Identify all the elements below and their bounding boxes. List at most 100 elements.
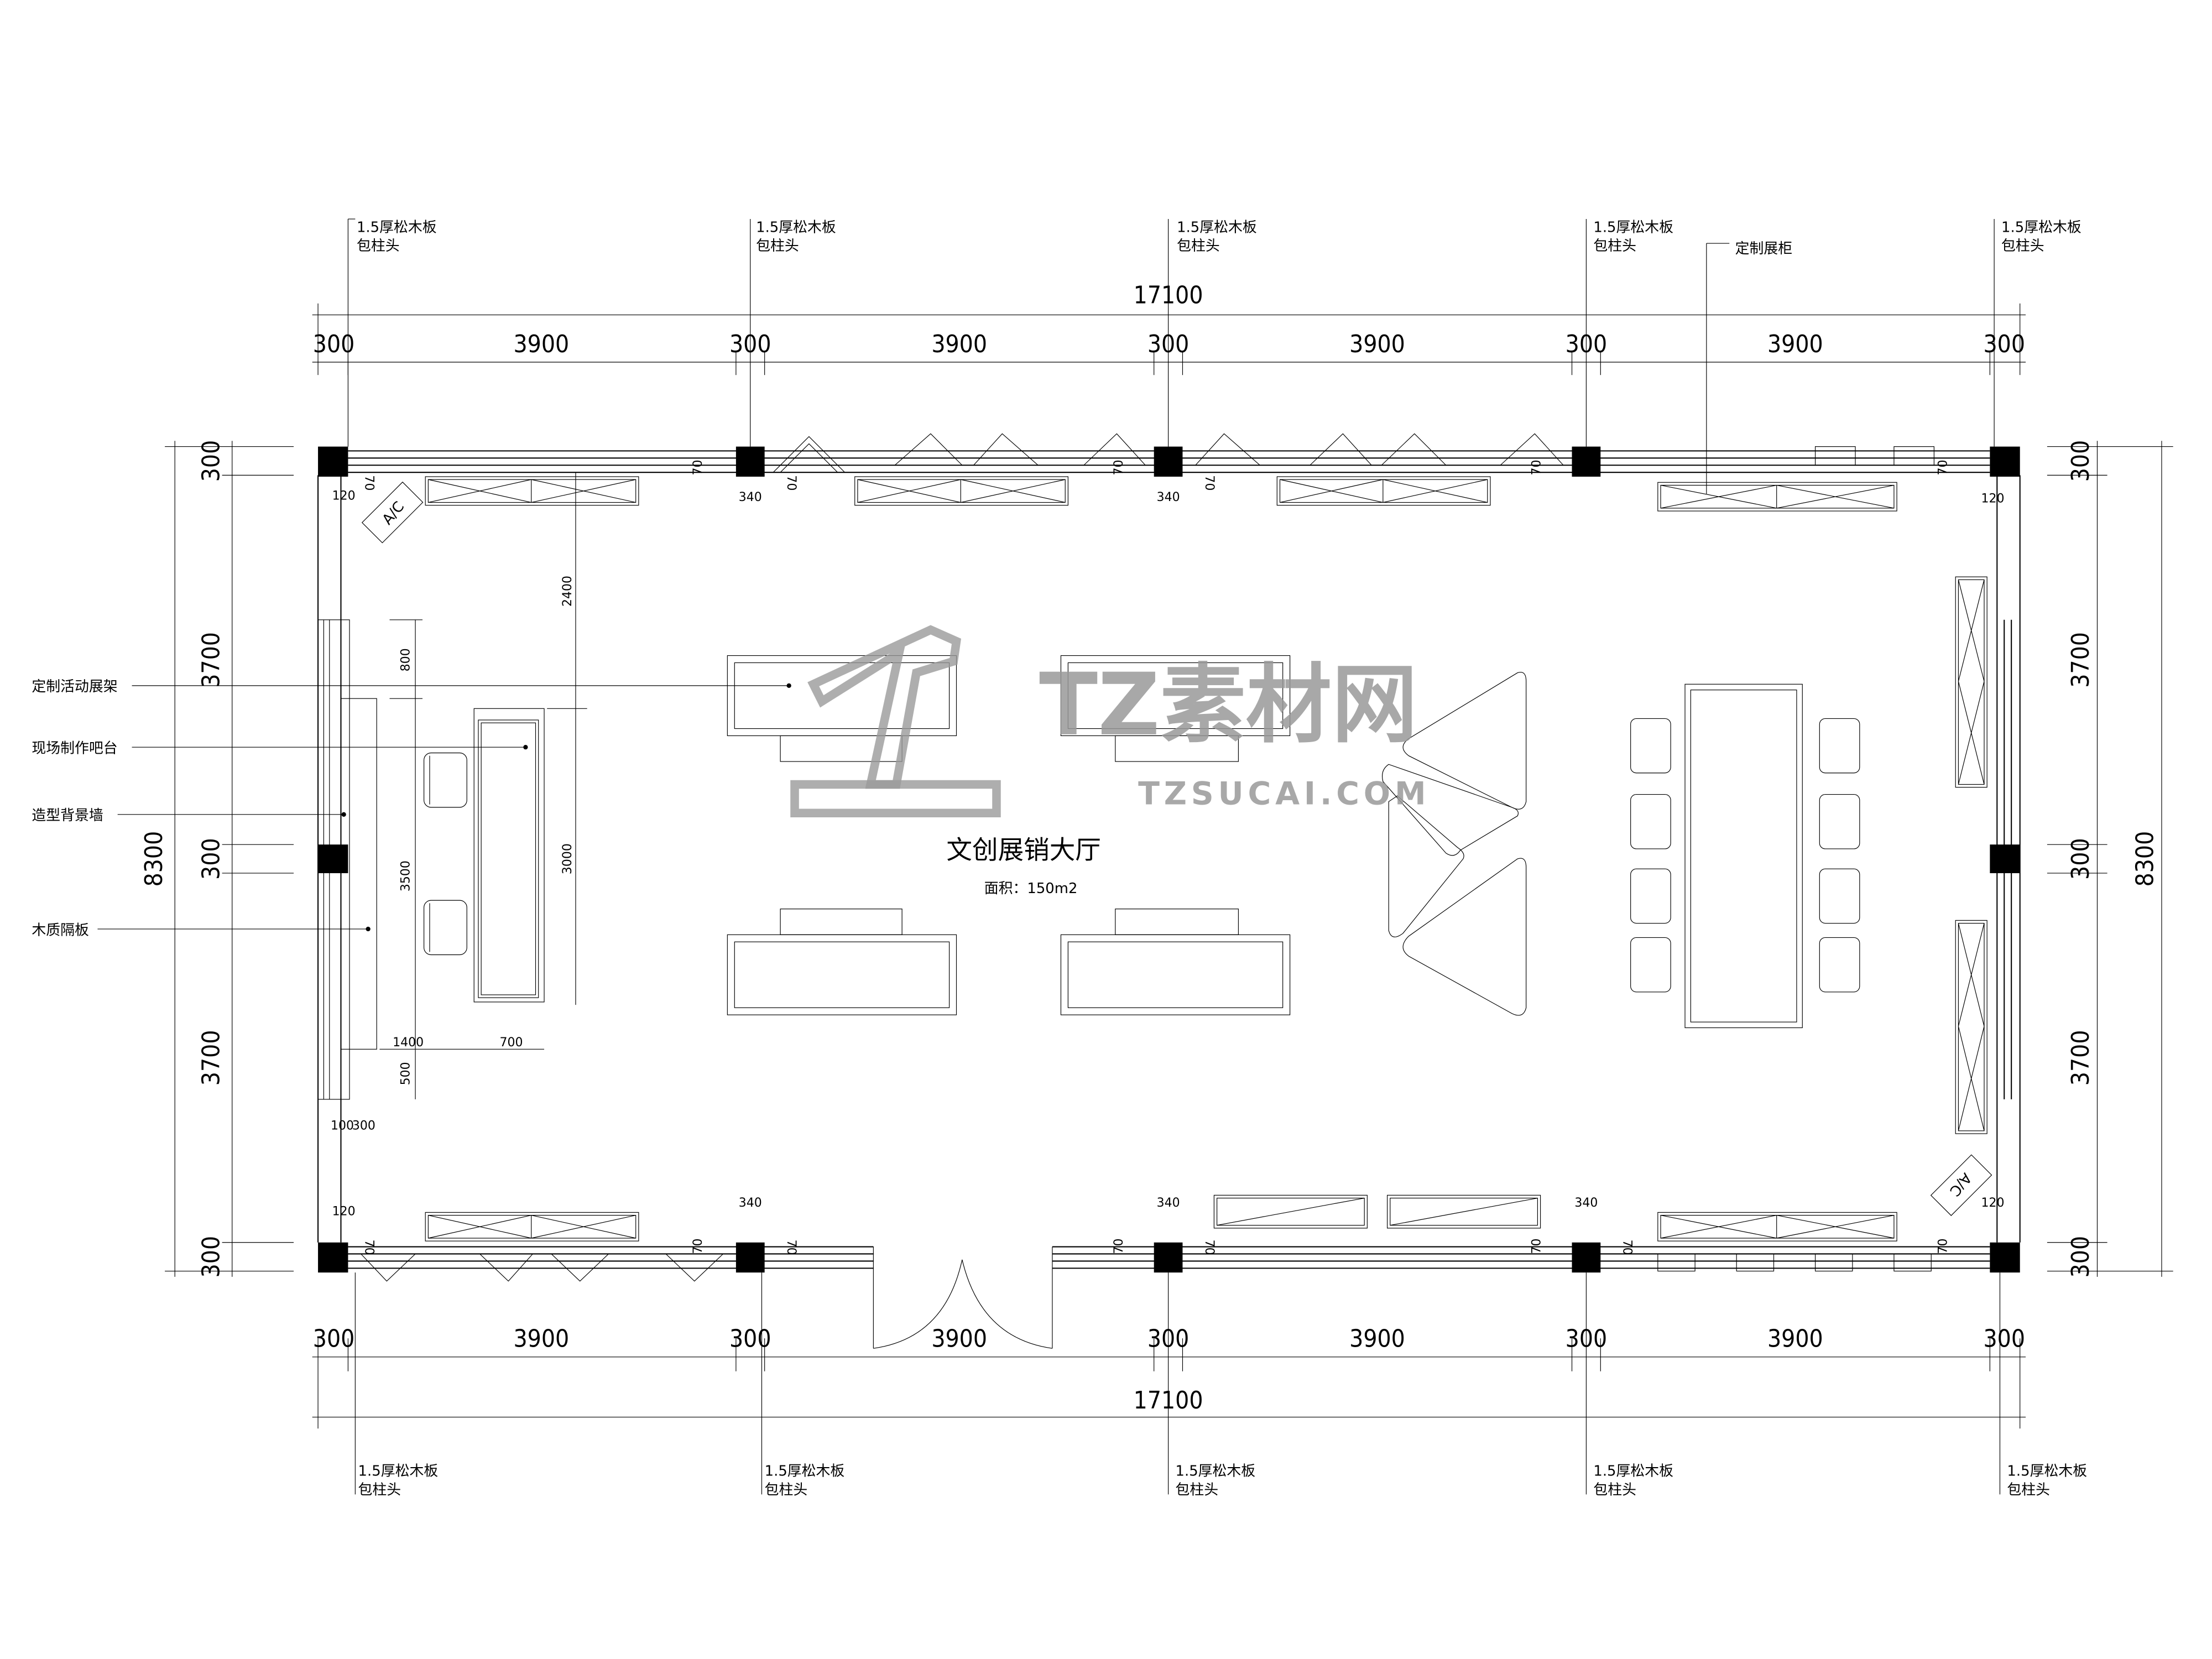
svg-text:120: 120: [332, 489, 356, 503]
svg-text:340: 340: [1574, 1196, 1598, 1210]
svg-text:100: 100: [331, 1119, 354, 1133]
custom-cabinet-label: 定制展柜: [1735, 241, 1793, 257]
watermark-logo: TZ素材网 TZSUCAI.COM: [790, 625, 1430, 817]
dim-bay: 3900: [514, 1325, 570, 1353]
cabinet: [854, 476, 1068, 506]
dim-col: 300: [2067, 838, 2095, 880]
column: [318, 446, 348, 477]
svg-text:1.5厚松木板: 1.5厚松木板: [1177, 219, 1257, 236]
dim-total-depth-right: 8300: [2131, 831, 2159, 887]
dim-bay: 3900: [931, 330, 987, 358]
note-background-wall: 造型背景墙: [32, 807, 103, 824]
dim-col: 300: [2067, 440, 2095, 482]
svg-text:A/C: A/C: [379, 498, 408, 528]
svg-text:包柱头: 包柱头: [357, 238, 400, 254]
svg-text:70: 70: [784, 1240, 798, 1255]
dim-col: 300: [1983, 330, 2025, 358]
column: [1572, 1242, 1601, 1273]
dim-col: 300: [313, 1325, 355, 1353]
note-display-shelf: 定制活动展架: [32, 679, 117, 695]
columns: [318, 446, 2020, 1273]
cabinet: [425, 1212, 639, 1241]
column: [1154, 446, 1183, 477]
svg-text:包柱头: 包柱头: [1593, 1481, 1636, 1498]
svg-text:70: 70: [1937, 1238, 1950, 1254]
svg-text:70: 70: [1937, 460, 1950, 475]
dim-half: 3700: [2067, 632, 2095, 688]
svg-text:包柱头: 包柱头: [1177, 238, 1220, 254]
left-annotations: 定制活动展架 现场制作吧台 造型背景墙 木质隔板: [32, 679, 791, 938]
svg-text:1.5厚松木板: 1.5厚松木板: [756, 219, 836, 236]
svg-text:700: 700: [500, 1036, 523, 1050]
svg-text:1.5厚松木板: 1.5厚松木板: [358, 1463, 439, 1480]
svg-text:70: 70: [1620, 1240, 1634, 1255]
svg-text:120: 120: [332, 1205, 356, 1219]
cabinet: [1657, 1212, 1897, 1241]
svg-text:340: 340: [739, 491, 762, 504]
svg-text:1.5厚松木板: 1.5厚松木板: [2007, 1463, 2087, 1480]
svg-text:340: 340: [1157, 1196, 1180, 1210]
svg-text:120: 120: [1981, 492, 2005, 506]
cabinet: [1657, 482, 1897, 512]
svg-text:1400: 1400: [393, 1036, 424, 1050]
svg-text:包柱头: 包柱头: [2001, 238, 2044, 254]
svg-text:70: 70: [1112, 460, 1126, 475]
svg-text:70: 70: [362, 475, 375, 491]
svg-text:340: 340: [739, 1196, 762, 1210]
dim-col: 300: [2067, 1236, 2095, 1278]
svg-text:包柱头: 包柱头: [2007, 1481, 2050, 1498]
cabinet: [1276, 476, 1491, 506]
triangle-display-units: [1381, 672, 1527, 1016]
top-dimensions: 17100 300 3900 300 3900 300 3900 300 390…: [312, 281, 2026, 375]
cabinet: [1955, 920, 1987, 1134]
svg-text:1.5厚松木板: 1.5厚松木板: [1593, 1463, 1673, 1480]
column: [735, 1242, 765, 1273]
column: [318, 844, 348, 873]
folding-windows: [361, 433, 1934, 1282]
dim-half: 3700: [2067, 1030, 2095, 1086]
room-name: 文创展销大厅: [946, 835, 1100, 865]
column: [1154, 1242, 1183, 1273]
side-dimensions: 8300 300 3700 300 3700 300 300 3700 300 …: [140, 440, 2173, 1278]
svg-text:70: 70: [691, 460, 705, 475]
svg-text:2400: 2400: [561, 576, 575, 607]
detail-dimensions: 2400 3000 800 3500 500 1400 700 100 300 …: [331, 460, 2004, 1255]
feature-background-wall: [340, 698, 377, 1050]
dim-col: 300: [197, 440, 225, 482]
svg-text:1.5厚松木板: 1.5厚松木板: [2001, 219, 2081, 236]
display-tables: [727, 655, 1291, 1015]
dim-half: 3700: [197, 1030, 225, 1086]
cabinet: [425, 476, 639, 506]
svg-text:包柱头: 包柱头: [756, 238, 799, 254]
svg-text:1.5厚松木板: 1.5厚松木板: [357, 219, 437, 236]
display-cabinets: [425, 476, 1987, 1241]
svg-text:1.5厚松木板: 1.5厚松木板: [1593, 219, 1673, 236]
dim-bay: 3900: [1349, 1325, 1405, 1353]
svg-text:70: 70: [1112, 1238, 1126, 1254]
long-table: [1684, 684, 1803, 1029]
svg-text:70: 70: [362, 1240, 375, 1255]
dim-bay: 3900: [931, 1325, 987, 1353]
dim-total-depth-left: 8300: [140, 831, 168, 887]
svg-text:TZSUCAI.COM: TZSUCAI.COM: [1138, 776, 1430, 812]
svg-text:包柱头: 包柱头: [765, 1481, 808, 1498]
entrance-double-door: [873, 1246, 1053, 1349]
svg-text:70: 70: [1202, 1240, 1216, 1255]
svg-text:A/C: A/C: [1946, 1170, 1975, 1199]
dim-bay: 3900: [514, 330, 570, 358]
svg-text:70: 70: [1530, 460, 1544, 475]
svg-text:包柱头: 包柱头: [358, 1481, 401, 1498]
svg-text:1.5厚松木板: 1.5厚松木板: [765, 1463, 845, 1480]
dim-col: 300: [197, 838, 225, 880]
column: [1572, 446, 1601, 477]
dim-col: 300: [1983, 1325, 2025, 1353]
svg-text:70: 70: [1530, 1238, 1544, 1254]
dim-col: 300: [197, 1236, 225, 1278]
svg-text:70: 70: [691, 1238, 705, 1254]
column: [1990, 844, 2020, 873]
column: [1990, 446, 2020, 477]
cabinet: [1213, 1194, 1368, 1229]
